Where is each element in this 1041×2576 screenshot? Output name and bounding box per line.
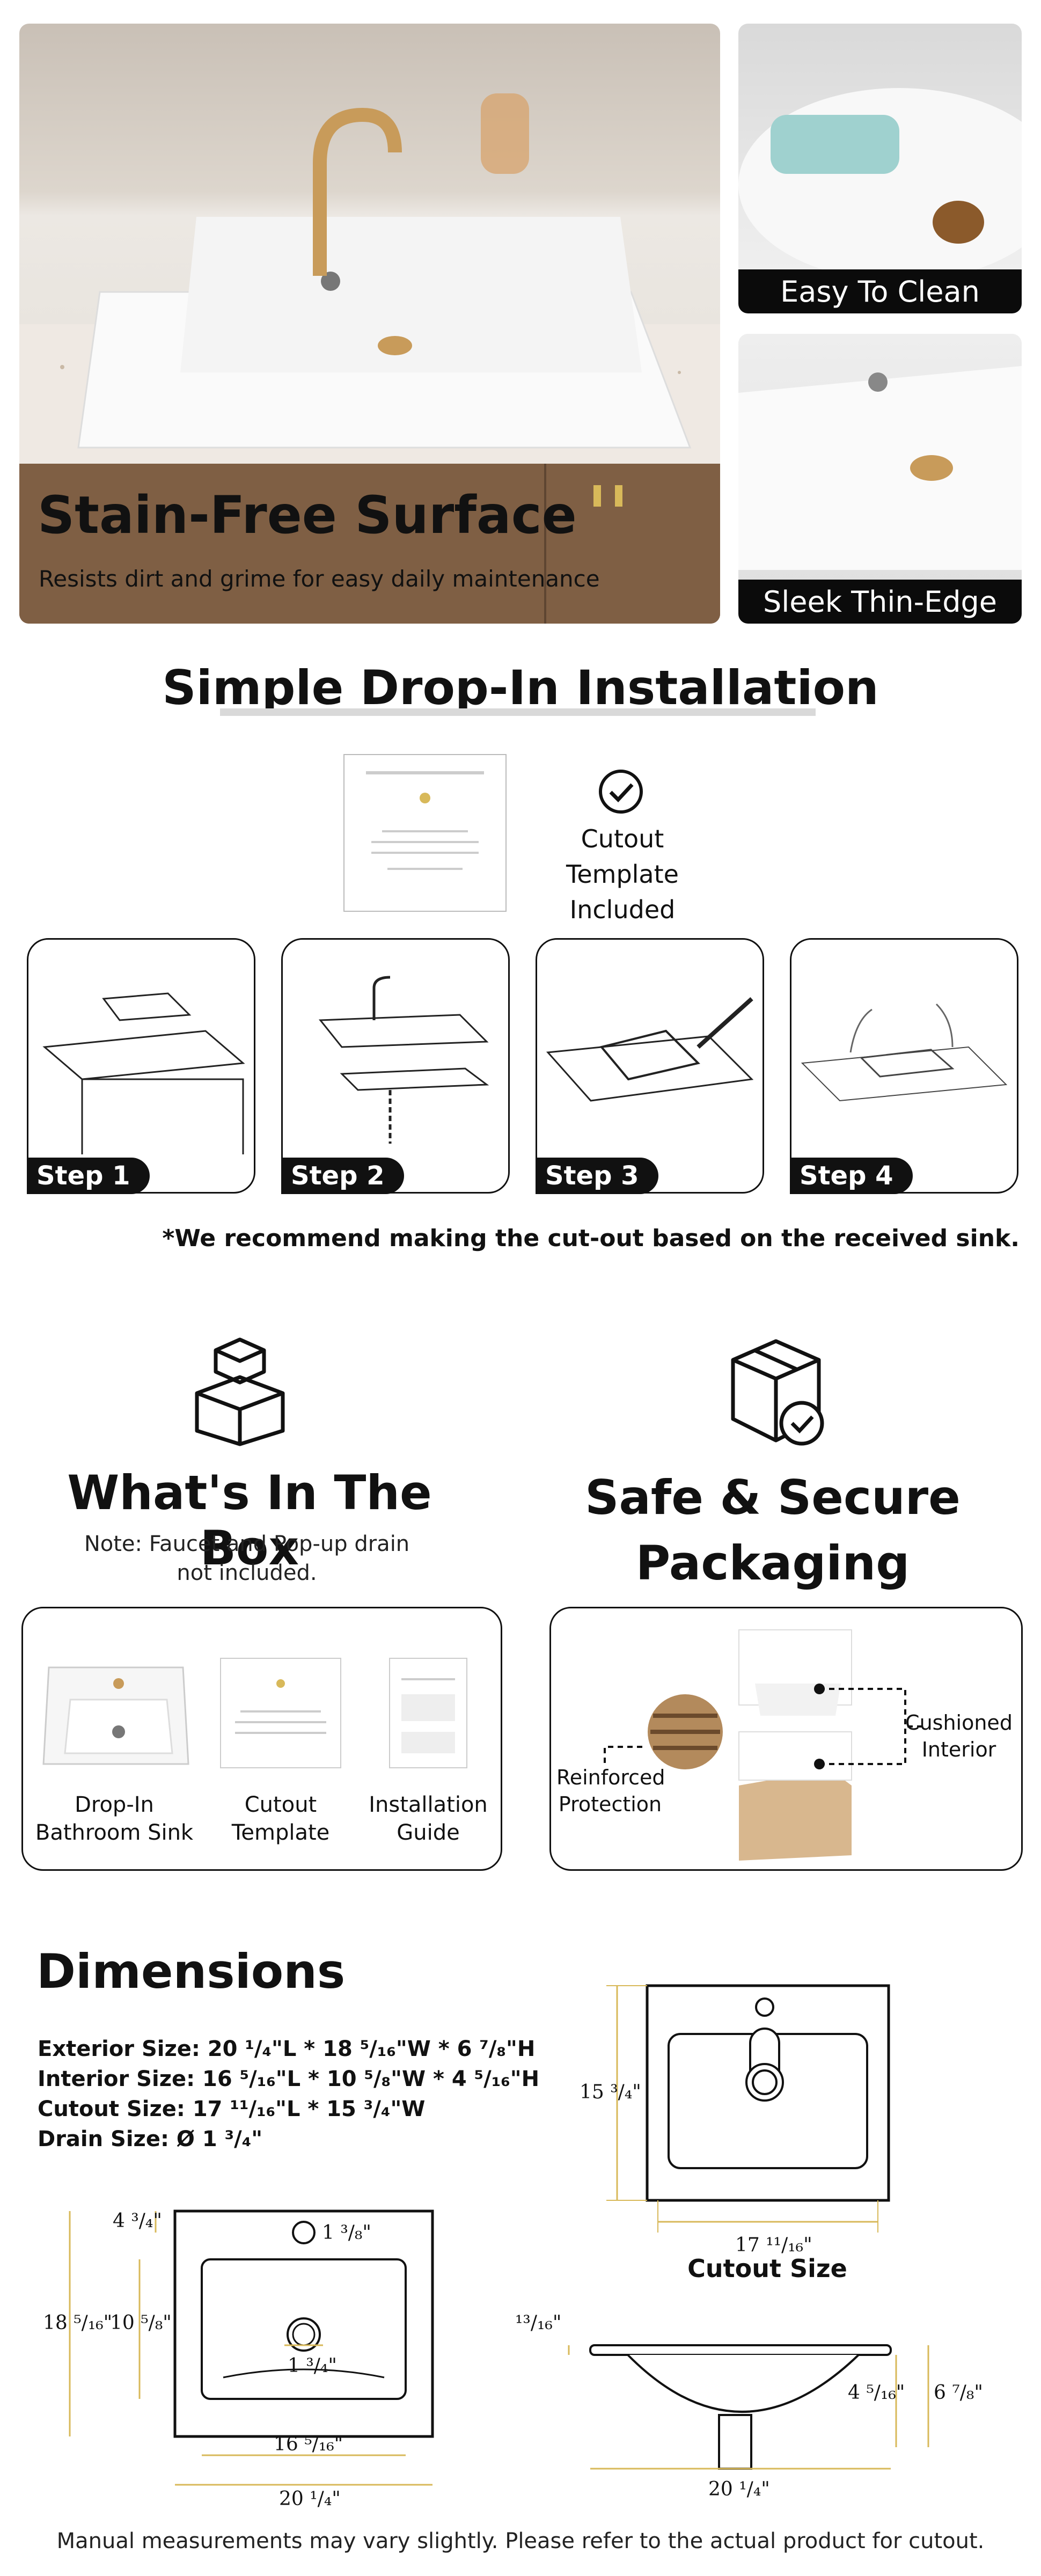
hero-subtitle: Resists dirt and grime for easy daily ma… bbox=[39, 566, 600, 592]
packaging-heading: Safe & Secure Packaging bbox=[585, 1470, 961, 1591]
spec-interior: Interior Size: 16 ⁵/₁₆"L * 10 ⁵/₈"W * 4 … bbox=[38, 2067, 540, 2091]
step3-drawing bbox=[546, 997, 754, 1102]
guide-product-image bbox=[389, 1658, 467, 1768]
packaging-label-reinforced: Reinforced Protection bbox=[556, 1766, 665, 1816]
sink-product-image bbox=[42, 1666, 189, 1765]
cleaning-cloth-illustration bbox=[738, 88, 1022, 281]
template-document-icon bbox=[366, 771, 484, 870]
installation-heading: Simple Drop-In Installation bbox=[162, 660, 879, 715]
top-offset-label: 4 ³/₄" bbox=[113, 2210, 162, 2232]
inner-width-label: 16 ⁵/₁₆" bbox=[274, 2433, 343, 2455]
heading-underline bbox=[220, 708, 816, 716]
side-width-label: 20 ¹/₄" bbox=[708, 2478, 770, 2500]
step4-drawing bbox=[801, 1003, 1008, 1102]
secure-box-icon bbox=[731, 1339, 824, 1446]
step2-drawing bbox=[318, 976, 489, 1144]
step-4-badge: Step 4 bbox=[790, 1158, 913, 1194]
hero-photo: Stain-Free Surface Resists dirt and grim… bbox=[19, 24, 720, 624]
box-item-sink: Drop-In Bathroom Sink bbox=[35, 1792, 194, 1845]
installation-note: *We recommend making the cut-out based o… bbox=[162, 1225, 1020, 1252]
outer-height-label: 18 ⁵/₁₆" bbox=[43, 2312, 112, 2334]
inner-height-label: 10 ⁵/₈" bbox=[110, 2312, 172, 2334]
cutout-width-label: 17 ¹¹/₁₆" bbox=[735, 2234, 812, 2256]
spec-exterior: Exterior Size: 20 ¹/₄"L * 18 ⁵/₁₆"W * 6 … bbox=[38, 2037, 536, 2061]
dimensions-heading: Dimensions bbox=[36, 1944, 346, 1999]
template-product-image bbox=[220, 1658, 341, 1768]
step1-drawing bbox=[42, 992, 245, 1161]
step-card-2: Step 2 bbox=[281, 938, 510, 1194]
inner-depth-label: 4 ⁵/₁₆" bbox=[848, 2382, 905, 2404]
rim-thickness-label: ¹³/₁₆" bbox=[515, 2312, 561, 2334]
cutout-size-caption: Cutout Size bbox=[687, 2254, 847, 2283]
spec-cutout: Cutout Size: 17 ¹¹/₁₆"L * 15 ³/₄"W bbox=[38, 2097, 426, 2121]
measurement-footer: Manual measurements may vary slightly. P… bbox=[56, 2529, 985, 2553]
side-profile-drawing: ¹³/₁₆" 4 ⁵/₁₆" 6 ⁷/₈" 20 ¹/₄" bbox=[515, 2312, 983, 2500]
thin-edge-illustration bbox=[738, 366, 1022, 570]
box-item-guide: Installation Guide bbox=[369, 1792, 488, 1845]
box-item-template: Cutout Template bbox=[231, 1792, 330, 1845]
cutout-size-drawing: 15 ³/₄" 17 ¹¹/₁₆" bbox=[580, 1984, 890, 2256]
spec-drain: Drain Size: Ø 1 ³/₄" bbox=[38, 2127, 263, 2151]
drain-diameter-label: 1 ³/₄" bbox=[288, 2355, 337, 2377]
step-1-badge: Step 1 bbox=[27, 1158, 150, 1194]
packaging-label-cushioned: Cushioned Interior bbox=[905, 1711, 1013, 1761]
caption-sleek-thin-edge: Sleek Thin-Edge bbox=[738, 580, 1022, 624]
step-card-1: Step 1 bbox=[27, 938, 255, 1194]
template-caption: Cutout Template Included bbox=[566, 824, 679, 924]
box-contents-card: Drop-In Bathroom Sink Cutout Template In… bbox=[21, 1607, 502, 1871]
caption-easy-to-clean: Easy To Clean bbox=[738, 269, 1022, 313]
overall-height-label: 6 ⁷/₈" bbox=[934, 2382, 983, 2404]
step-3-badge: Step 3 bbox=[536, 1158, 658, 1194]
dimensions-spec-list: Exterior Size: 20 ¹/₄"L * 18 ⁵/₁₆"W * 6 … bbox=[38, 2034, 539, 2154]
open-box-icon bbox=[195, 1337, 285, 1446]
packaging-card: Reinforced Protection Cushioned Interior bbox=[549, 1607, 1023, 1871]
cutout-height-label: 15 ³/₄" bbox=[580, 2081, 641, 2103]
side-photo-clean: Easy To Clean bbox=[738, 24, 1022, 313]
outer-width-label: 20 ¹/₄" bbox=[279, 2488, 341, 2510]
sink-illustration bbox=[19, 93, 720, 624]
packaging-illustration bbox=[604, 1629, 927, 1861]
hero-title: Stain-Free Surface bbox=[38, 485, 577, 545]
top-view-drawing: 4 ³/₄" 1 ³/₈" 18 ⁵/₁₆" 10 ⁵/₈" 1 ³/₄" 16… bbox=[43, 2209, 434, 2510]
cutout-template-doc bbox=[343, 754, 507, 912]
box-heading: What's In The Box bbox=[67, 1465, 432, 1576]
check-circle-icon bbox=[599, 770, 643, 814]
step-card-3: Step 3 bbox=[536, 938, 764, 1194]
faucet-hole-label: 1 ³/₈" bbox=[322, 2222, 371, 2244]
step-2-badge: Step 2 bbox=[281, 1158, 404, 1194]
step-card-4: Step 4 bbox=[790, 938, 1018, 1194]
box-note: Note: Faucet and Pop-up drain not includ… bbox=[84, 1532, 410, 1585]
side-photo-edge: Sleek Thin-Edge bbox=[738, 334, 1022, 624]
